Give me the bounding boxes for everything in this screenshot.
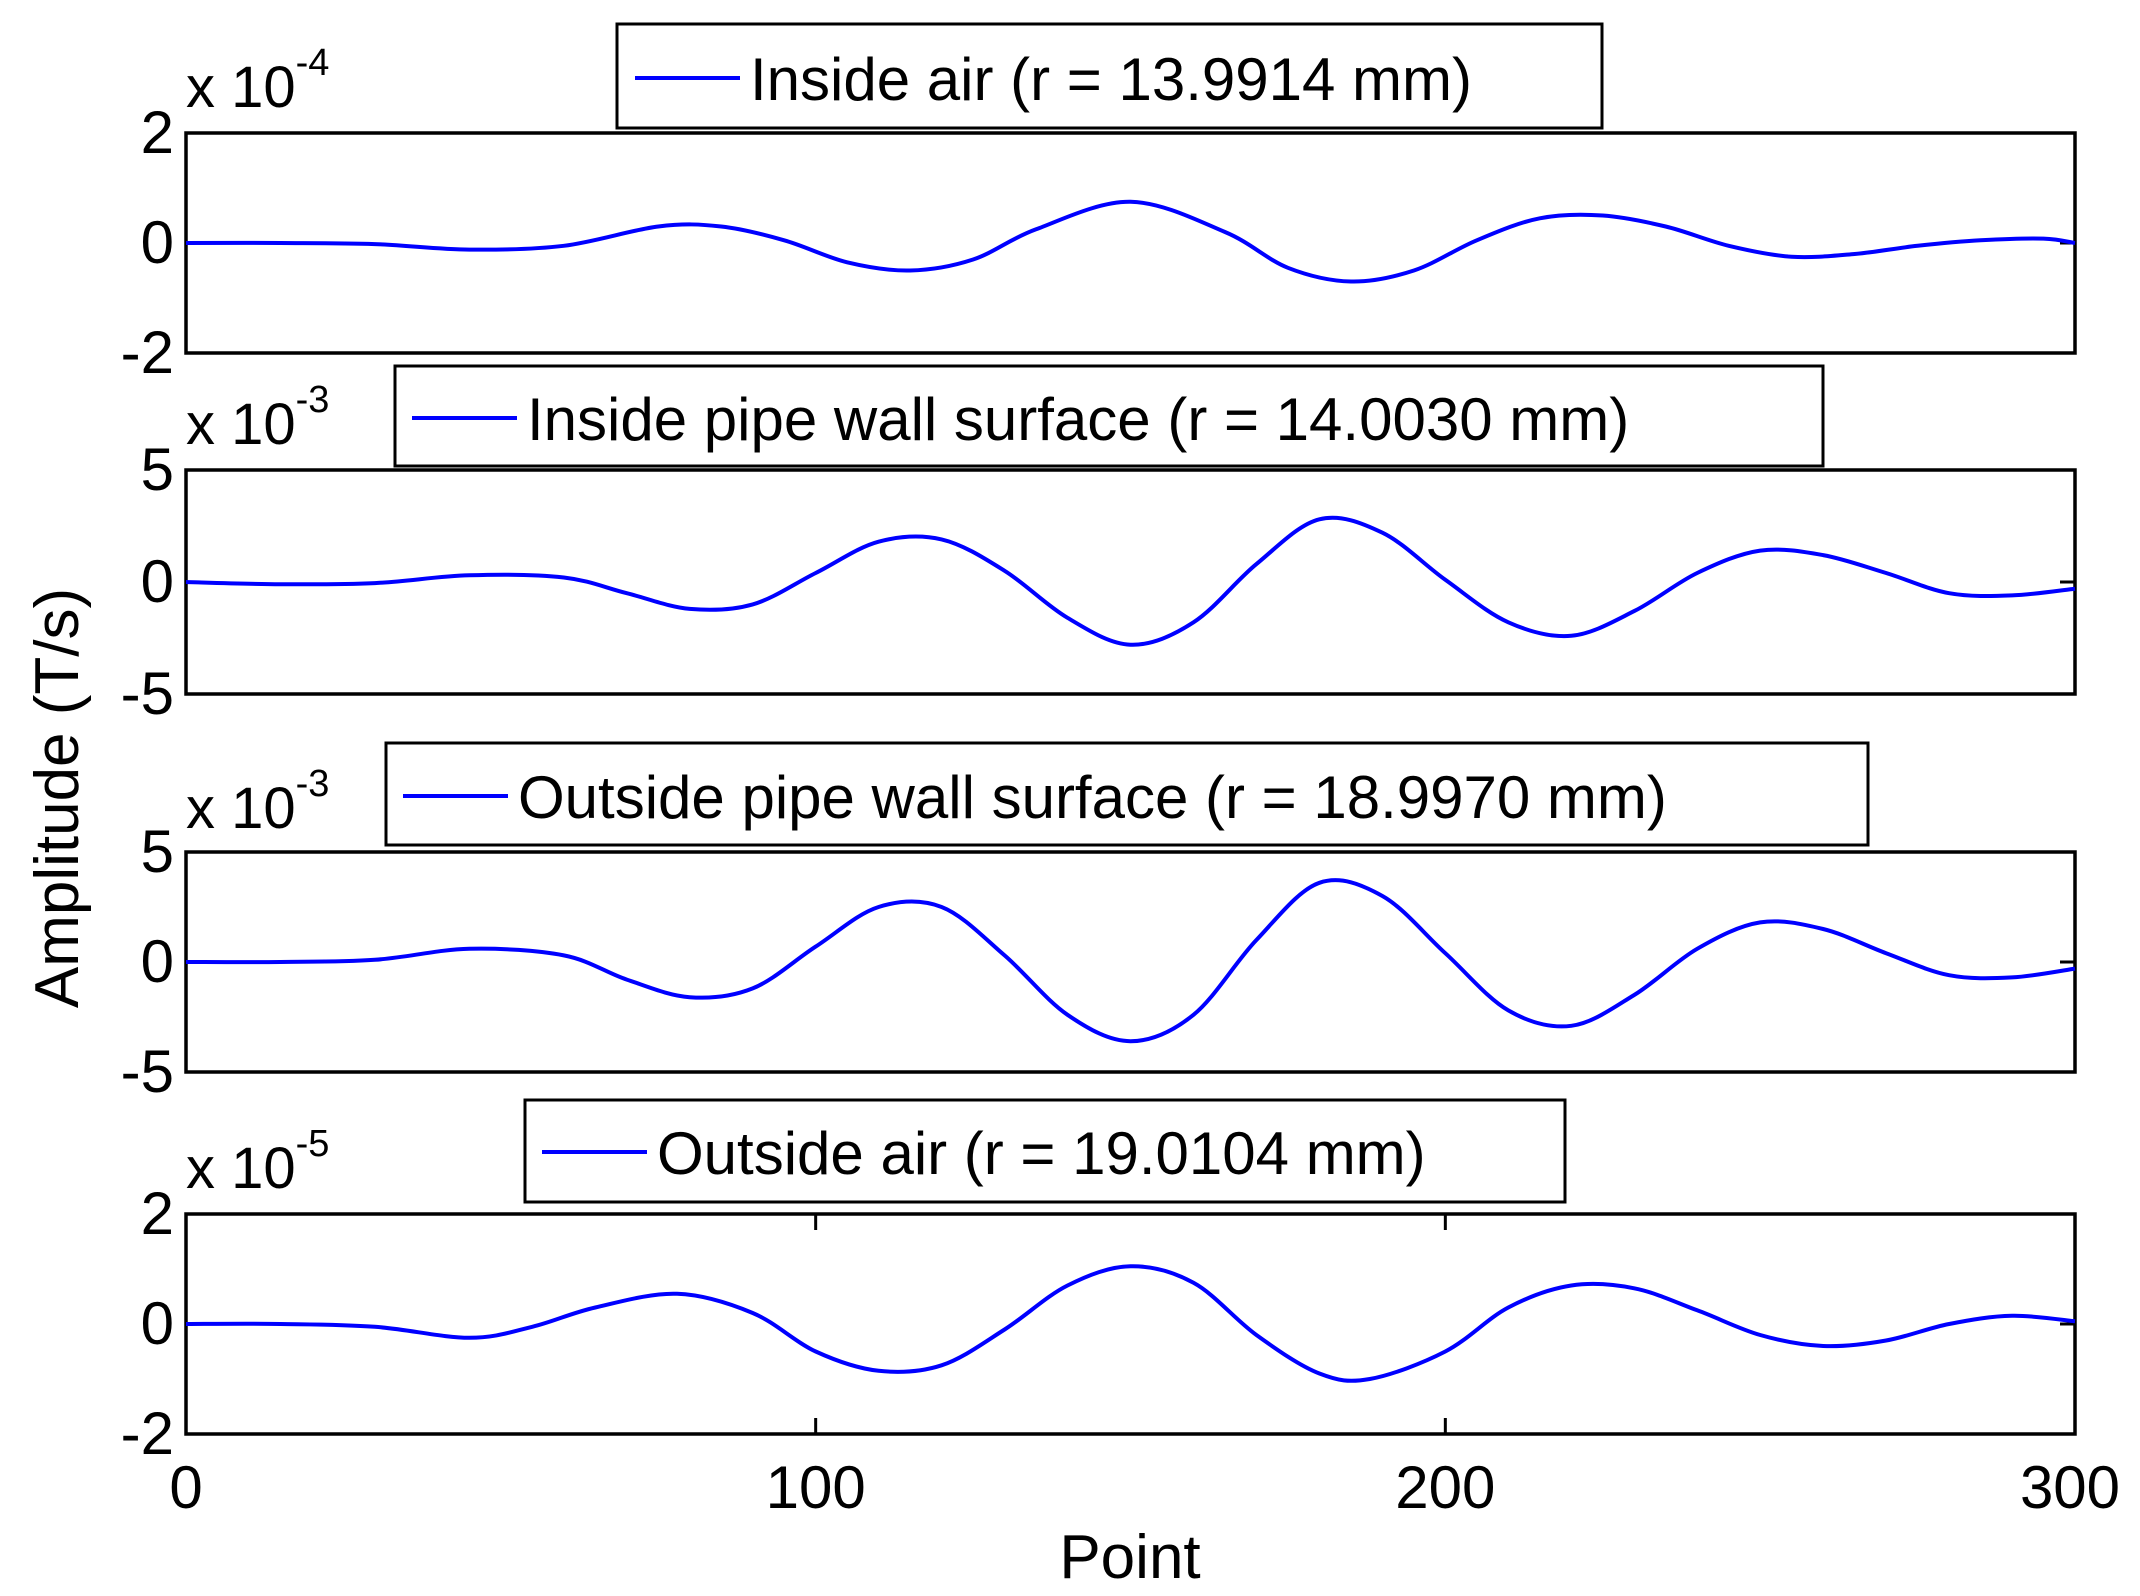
y-tick-label: 5 bbox=[141, 436, 174, 503]
legend: Inside air (r = 13.9914 mm) bbox=[615, 22, 1604, 130]
scale-factor: x 10-3 bbox=[186, 379, 329, 457]
y-axis-label: Amplitude (T/s) bbox=[23, 588, 92, 1008]
legend-label: Inside pipe wall surface (r = 14.0030 mm… bbox=[527, 386, 1629, 453]
scale-factor: x 10-3 bbox=[186, 763, 329, 841]
y-tick-label: 0 bbox=[141, 1290, 174, 1357]
legend-label: Outside pipe wall surface (r = 18.9970 m… bbox=[518, 764, 1667, 831]
y-tick-label: 2 bbox=[141, 1180, 174, 1247]
scale-factor: x 10-5 bbox=[186, 1123, 329, 1201]
x-tick-label: 300 bbox=[2020, 1454, 2120, 1521]
legend: Outside air (r = 19.0104 mm) bbox=[523, 1098, 1567, 1204]
x-ticks: 0 100 200 300 bbox=[169, 1214, 2120, 1521]
series-line-outside-pipe-wall bbox=[185, 878, 2076, 1044]
legend-box bbox=[393, 364, 1825, 468]
subplot-inside-air: x 10-4 2 0 -2 Inside air (r = 13.9914 mm… bbox=[121, 22, 2077, 386]
y-tick-label: 0 bbox=[141, 209, 174, 276]
subplot-outside-air: x 10-5 2 0 -2 0 100 200 300 Outside air … bbox=[121, 1098, 2120, 1521]
subplot-outside-pipe-wall: x 10-3 5 0 -5 Outside pipe wall surface … bbox=[121, 741, 2077, 1105]
series-line-outside-air bbox=[185, 1264, 2076, 1383]
series-line-inside-pipe-wall bbox=[185, 515, 2076, 647]
x-tick-label: 100 bbox=[766, 1454, 866, 1521]
y-tick-label: -5 bbox=[121, 660, 174, 727]
x-tick-label: 200 bbox=[1395, 1454, 1495, 1521]
series-line-inside-air bbox=[185, 199, 2076, 284]
y-tick-label: -2 bbox=[121, 319, 174, 386]
scale-factor: x 10-4 bbox=[186, 42, 329, 120]
legend: Outside pipe wall surface (r = 18.9970 m… bbox=[384, 741, 1870, 847]
x-axis-label: Point bbox=[1059, 1523, 1200, 1592]
legend-label: Outside air (r = 19.0104 mm) bbox=[657, 1120, 1426, 1187]
y-tick-label: 2 bbox=[141, 99, 174, 166]
legend-label: Inside air (r = 13.9914 mm) bbox=[750, 46, 1472, 113]
subplot-inside-pipe-wall: x 10-3 5 0 -5 Inside pipe wall surface (… bbox=[121, 364, 2077, 727]
legend: Inside pipe wall surface (r = 14.0030 mm… bbox=[393, 364, 1825, 468]
y-tick-label: 5 bbox=[141, 818, 174, 885]
y-tick-label: -2 bbox=[121, 1400, 174, 1467]
y-tick-label: 0 bbox=[141, 928, 174, 995]
legend-box bbox=[615, 22, 1604, 130]
y-tick-label: -5 bbox=[121, 1038, 174, 1105]
legend-box bbox=[384, 741, 1870, 847]
legend-box bbox=[523, 1098, 1567, 1204]
y-tick-label: 0 bbox=[141, 548, 174, 615]
x-tick-label: 0 bbox=[169, 1454, 202, 1521]
